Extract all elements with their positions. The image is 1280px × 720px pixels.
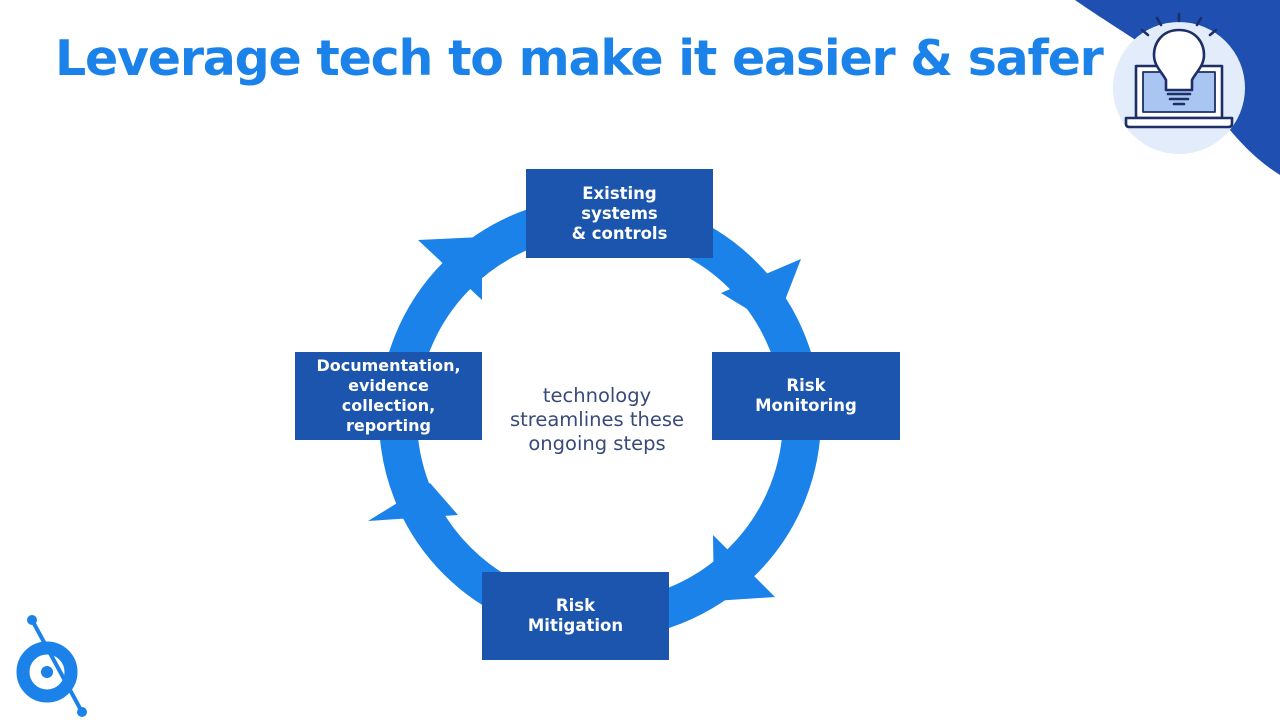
page-title: Leverage tech to make it easier & safer [55, 30, 1104, 87]
lightbulb-laptop-icon [1124, 12, 1234, 129]
corner-decoration [1075, 0, 1280, 175]
step-documentation: Documentation, evidence collection, repo… [295, 352, 482, 440]
arrow-head-bottom-left [368, 483, 458, 521]
arrow-head-bottom-right [713, 535, 775, 601]
step-existing-systems: Existing systems & controls [526, 169, 713, 258]
cycle-center-text: technology streamlines these ongoing ste… [509, 384, 685, 455]
brand-logo-icon [16, 615, 87, 717]
step-risk-monitoring: Risk Monitoring [712, 352, 900, 440]
arrow-head-top-left [418, 237, 482, 300]
step-risk-mitigation: Risk Mitigation [482, 572, 669, 660]
arrow-head-top-right [721, 259, 801, 326]
